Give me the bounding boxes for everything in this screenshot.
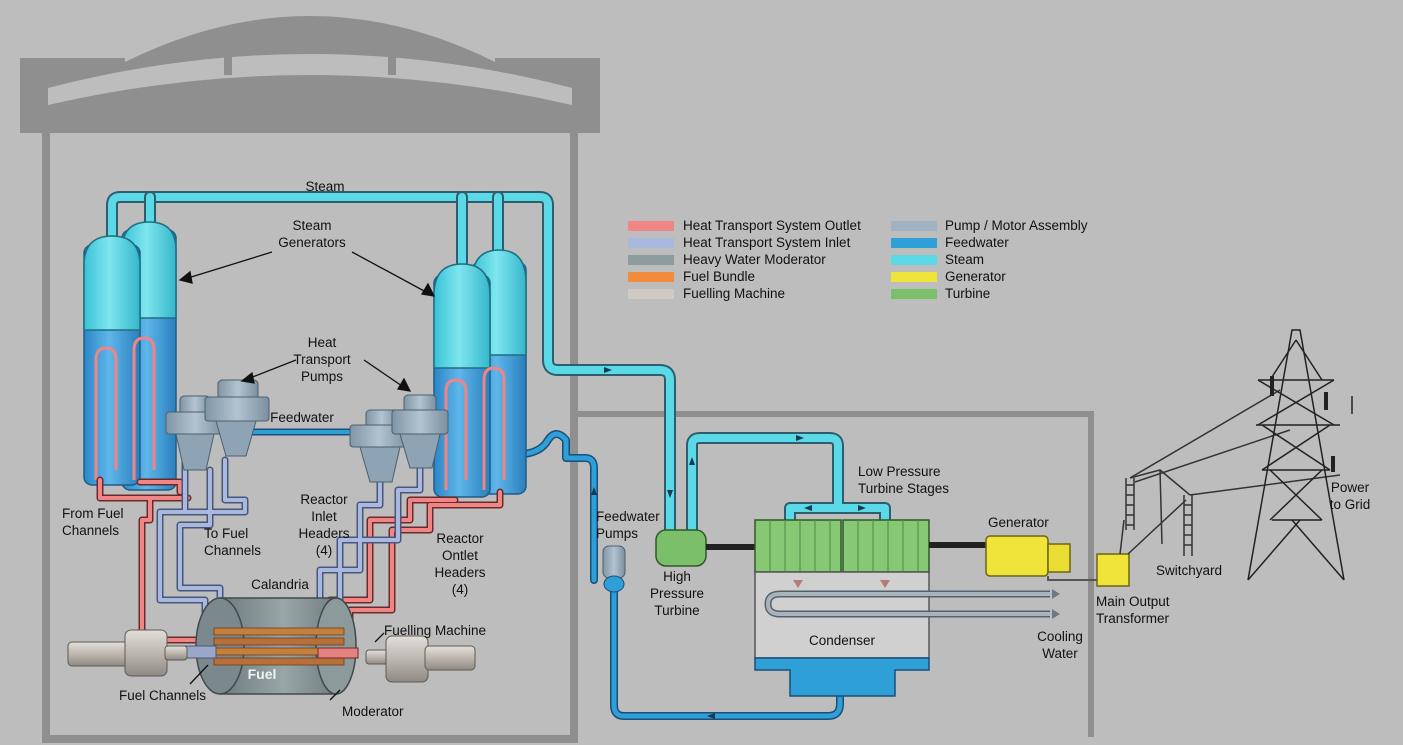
label-switchyard: Switchyard — [1156, 563, 1222, 578]
label-from-fuel-channels-2: Channels — [62, 523, 119, 538]
label-inlet-headers-2: Inlet — [311, 509, 337, 524]
legend-label: Pump / Motor Assembly — [945, 218, 1088, 233]
label-transformer-2: Transformer — [1096, 611, 1170, 626]
label-steam-generators-1: Steam — [292, 218, 331, 233]
label-feedwater-pumps-1: Feedwater — [596, 509, 660, 524]
legend-item-generator: Generator — [891, 269, 1006, 284]
heat-transport-pumps-left — [166, 380, 269, 470]
legend-label: Fuel Bundle — [683, 269, 755, 284]
label-condenser: Condenser — [809, 633, 876, 648]
steam-generators-left — [84, 222, 176, 490]
generator — [986, 536, 1098, 580]
legend-item-heavy-water-moderator: Heavy Water Moderator — [628, 252, 826, 267]
legend-label: Steam — [945, 252, 984, 267]
legend-swatch — [628, 221, 674, 231]
legend-item-pump-motor: Pump / Motor Assembly — [891, 218, 1088, 233]
label-outlet-headers-2: Ontlet — [442, 548, 478, 563]
legend-swatch — [628, 255, 674, 265]
label-hp-turbine-2: Pressure — [650, 586, 704, 601]
legend-label: Heavy Water Moderator — [683, 252, 826, 267]
legend-swatch — [891, 289, 937, 299]
legend-swatch — [628, 238, 674, 248]
label-steam: Steam — [305, 179, 344, 194]
label-cooling-water-1: Cooling — [1037, 629, 1083, 644]
transmission-tower — [1248, 330, 1352, 580]
legend-label: Heat Transport System Inlet — [683, 235, 851, 250]
legend-swatch — [891, 238, 937, 248]
legend-swatch — [628, 289, 674, 299]
label-lp-turbine-2: Turbine Stages — [858, 481, 949, 496]
legend-label: Generator — [945, 269, 1006, 284]
label-power-to-grid-2: to Grid — [1330, 497, 1371, 512]
label-calandria: Calandria — [251, 577, 309, 592]
legend-item-turbine: Turbine — [891, 286, 990, 301]
switchyard — [1126, 390, 1340, 556]
label-feedwater-pumps-2: Pumps — [596, 526, 638, 541]
legend-item-heat-transport-inlet: Heat Transport System Inlet — [628, 235, 851, 250]
fuelling-machine-right — [366, 636, 475, 682]
feedwater-pump — [603, 546, 625, 592]
legend-item-fuel-bundle: Fuel Bundle — [628, 269, 755, 284]
label-inlet-headers-4: (4) — [316, 543, 333, 558]
high-pressure-turbine — [656, 530, 756, 566]
legend-swatch — [891, 255, 937, 265]
label-fuel: Fuel — [248, 666, 277, 682]
label-outlet-headers-1: Reactor — [436, 531, 484, 546]
condenser — [755, 572, 1060, 696]
legend-swatch — [891, 272, 937, 282]
legend-swatch — [891, 221, 937, 231]
label-to-fuel-channels-1: To Fuel — [204, 526, 248, 541]
label-inlet-headers-1: Reactor — [300, 492, 348, 507]
legend-item-steam: Steam — [891, 252, 984, 267]
label-to-fuel-channels-2: Channels — [204, 543, 261, 558]
label-from-fuel-channels-1: From Fuel — [62, 506, 124, 521]
label-lp-turbine-1: Low Pressure — [858, 464, 941, 479]
legend-swatch — [628, 272, 674, 282]
label-fuel-channels: Fuel Channels — [119, 688, 206, 703]
steam-generators-right — [434, 250, 526, 497]
legend-item-heat-transport-outlet: Heat Transport System Outlet — [628, 218, 861, 233]
legend-item-fuelling-machine: Fuelling Machine — [628, 286, 785, 301]
label-cooling-water-2: Water — [1042, 646, 1078, 661]
legend-label: Heat Transport System Outlet — [683, 218, 861, 233]
label-hp-turbine-1: High — [663, 569, 691, 584]
legend: Heat Transport System Outlet Heat Transp… — [628, 218, 1088, 301]
label-generator: Generator — [988, 515, 1049, 530]
label-outlet-headers-4: (4) — [452, 582, 469, 597]
label-fuelling-machine: Fuelling Machine — [384, 623, 486, 638]
low-pressure-turbine — [755, 520, 987, 572]
legend-label: Feedwater — [945, 235, 1009, 250]
label-ht-pumps-2: Transport — [293, 352, 351, 367]
legend-label: Turbine — [945, 286, 990, 301]
label-ht-pumps-3: Pumps — [301, 369, 343, 384]
label-power-to-grid-1: Power — [1331, 480, 1370, 495]
label-transformer-1: Main Output — [1096, 594, 1170, 609]
label-steam-generators-2: Generators — [278, 235, 346, 250]
label-outlet-headers-3: Headers — [434, 565, 485, 580]
label-moderator: Moderator — [342, 704, 404, 719]
label-feedwater: Feedwater — [270, 410, 334, 425]
label-ht-pumps-1: Heat — [308, 335, 337, 350]
label-hp-turbine-3: Turbine — [654, 603, 699, 618]
label-inlet-headers-3: Headers — [298, 526, 349, 541]
legend-label: Fuelling Machine — [683, 286, 785, 301]
legend-item-feedwater: Feedwater — [891, 235, 1009, 250]
